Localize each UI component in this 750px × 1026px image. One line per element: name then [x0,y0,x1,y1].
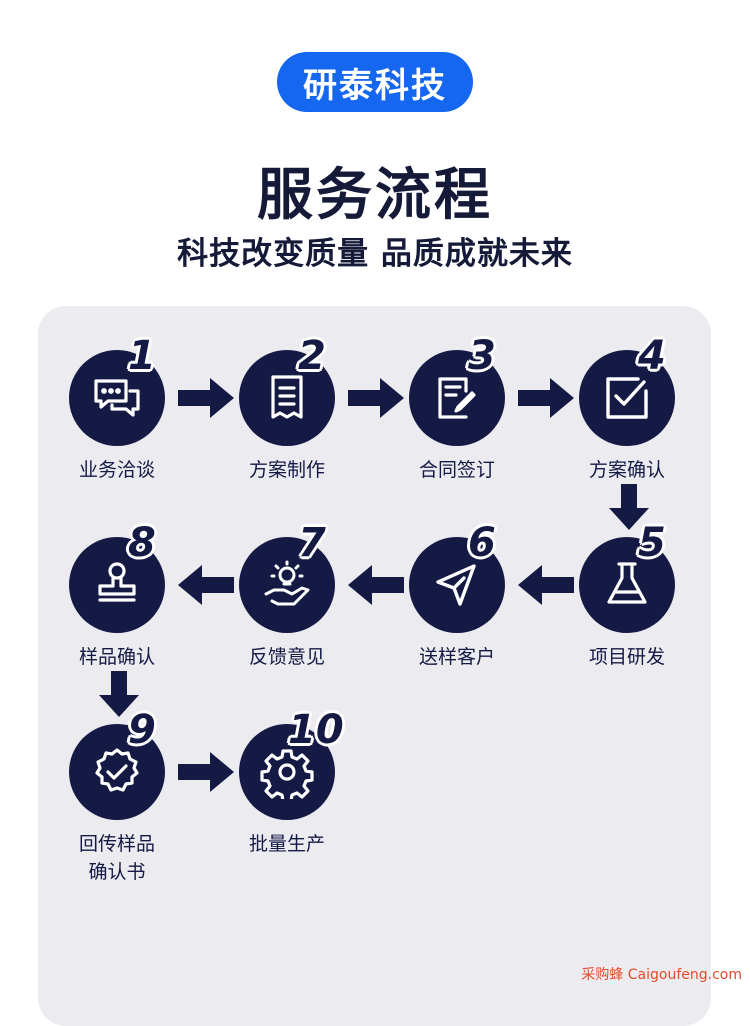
document-icon [271,375,303,419]
brand-badge: 研泰科技 [277,52,473,112]
send-icon [436,564,476,606]
checkbox-icon [606,377,648,419]
step-3: 3 合同签订 [392,336,522,530]
step-7: 7 反馈意见 [222,523,352,717]
gear-icon [260,749,314,799]
step-5-circle [579,537,675,633]
arrow-down-icon [609,484,649,530]
step-9-label: 回传样品 确认书 [52,830,182,886]
step-1-number: 1 [128,333,156,379]
step-10-circle [239,724,335,820]
arrow-left-icon [518,565,574,605]
step-8-number: 8 [128,520,156,566]
step-9-circle [69,724,165,820]
step-2-label: 方案制作 [248,459,325,481]
step-8-label: 样品确认 [78,646,155,668]
step-5-label: 项目研发 [588,646,665,668]
watermark: 采购蜂 Caigoufeng.com [581,967,742,983]
step-3-label: 合同签订 [418,459,495,481]
step-8-circle [69,537,165,633]
step-1: 1 业务洽谈 [52,336,182,530]
step-2-circle [239,350,335,446]
step-6-label: 送样客户 [418,646,495,668]
step-10-label: 批量生产 [248,833,325,855]
arrow-right-icon [518,378,574,418]
contract-sign-icon [438,377,476,419]
step-6-circle [409,537,505,633]
step-7-number: 7 [298,520,326,566]
flask-icon [607,562,647,604]
arrow-down-icon [99,671,139,717]
arrow-right-icon [348,378,404,418]
page-subtitle: 科技改变质量 品质成就未来 [177,236,573,272]
idea-hand-icon [264,560,310,606]
step-1-circle [69,350,165,446]
page-title: 服务流程 [257,163,493,228]
badge-check-icon [95,748,139,792]
arrow-left-icon [178,565,234,605]
arrow-right-icon [178,752,234,792]
step-3-number: 3 [468,333,496,379]
step-9-number: 9 [128,707,156,753]
step-7-circle [239,537,335,633]
step-9-label-line2: 确认书 [88,861,146,883]
step-9-label-line1: 回传样品 [78,833,155,855]
step-10: 10 批量生产 [222,710,352,904]
step-2-number: 2 [298,333,326,379]
step-3-circle [409,350,505,446]
step-10-number: 10 [288,707,344,753]
step-4-number: 4 [638,333,666,379]
arrow-right-icon [178,378,234,418]
chat-bubbles-icon [94,379,140,417]
step-5: 5 项目研发 [562,523,692,717]
step-1-label: 业务洽谈 [78,459,155,481]
step-5-number: 5 [638,520,666,566]
step-4: 4 方案确认 [562,336,692,530]
step-6: 6 送样客户 [392,523,522,717]
step-8: 8 样品确认 [52,523,182,717]
arrow-left-icon [348,565,404,605]
step-9: 9 回传样品 确认书 [52,710,182,904]
step-4-label: 方案确认 [588,459,665,481]
step-7-label: 反馈意见 [248,646,325,668]
step-6-number: 6 [468,520,496,566]
stamp-icon [98,562,136,602]
step-2: 2 方案制作 [222,336,352,530]
step-4-circle [579,350,675,446]
